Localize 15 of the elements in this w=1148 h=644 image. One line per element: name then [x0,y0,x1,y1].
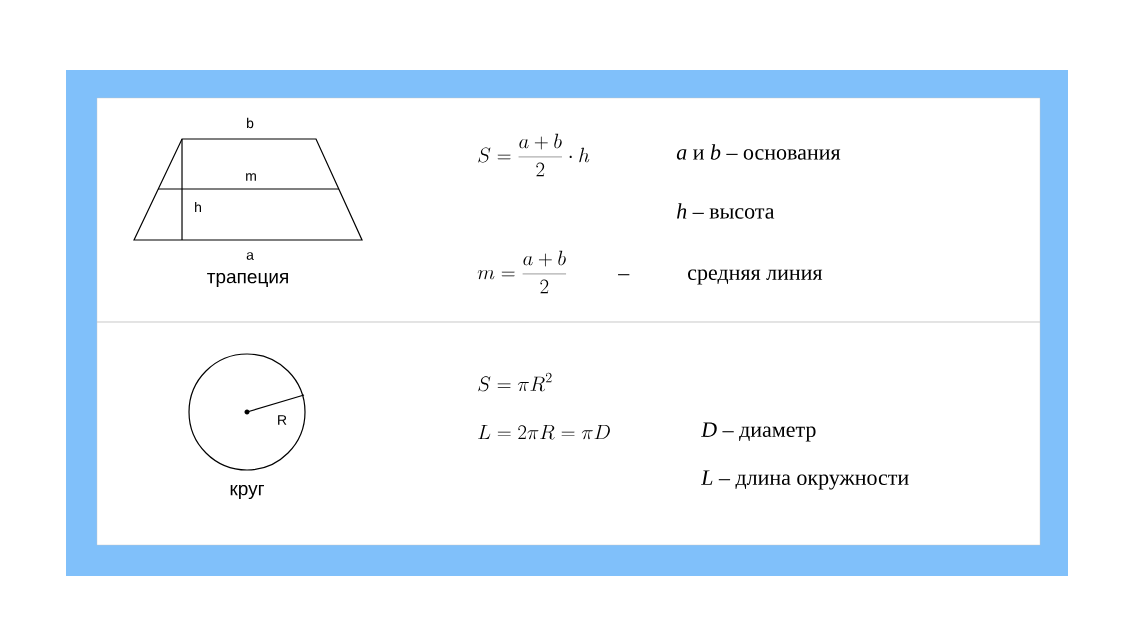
formula-note: L – длина окружности [700,470,909,490]
formula-note: средняя линия [688,269,823,285]
formula-note: h – высота [677,203,775,219]
node-label: круг [230,484,265,500]
formula-note: D – диаметр [700,422,816,442]
formula-note: – [618,274,630,276]
dimension-label: h [195,201,201,213]
formula: $S = \pi R^{2}$ [478,372,552,392]
dimension-label: m [246,173,256,181]
formula: $L = 2\pi R = \pi D$ [478,424,610,440]
node-label: трапеция [207,272,288,288]
formula: $S = \frac{a+b}{2}\cdot h$ [478,133,590,177]
formula-note: a и b – основания [676,144,841,160]
formula: $m = \frac{a+b}{2}$ [477,250,567,294]
dimension-label: R [278,415,287,425]
